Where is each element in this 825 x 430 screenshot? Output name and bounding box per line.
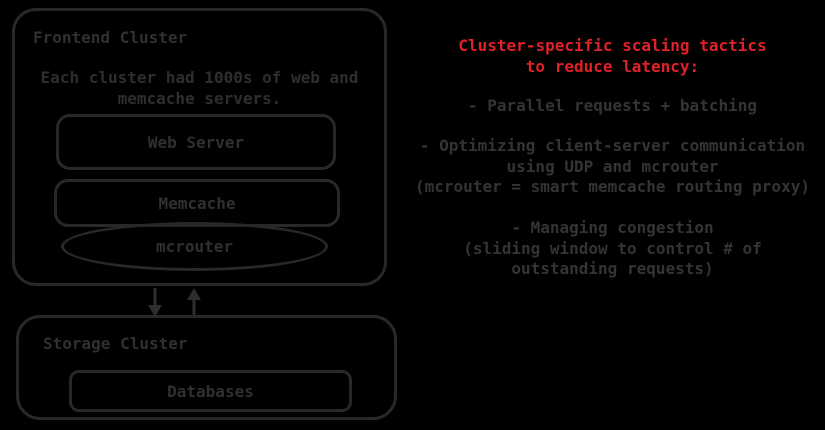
note-udp-mcrouter: - Optimizing client-server communication… [415,136,810,196]
up-arrow-icon [187,288,201,318]
scaling-notes-pane: Cluster-specific scaling tactics to redu… [400,0,825,430]
web-server-label: Web Server [147,132,245,152]
notes-heading: Cluster-specific scaling tactics to redu… [458,36,767,76]
mcrouter-node: mcrouter [61,222,328,271]
storage-cluster-title: Storage Cluster [43,334,188,353]
memcache-node: Memcache [54,179,340,227]
memcache-label: Memcache [158,193,236,213]
frontend-cluster-box: Frontend Cluster Each cluster had 1000s … [12,8,387,286]
mcrouter-label: mcrouter [155,237,234,256]
databases-node: Databases [69,370,352,412]
storage-cluster-box: Storage Cluster Databases [16,315,397,420]
frontend-cluster-description: Each cluster had 1000s of web and memcac… [40,68,359,108]
note-congestion: - Managing congestion (sliding window to… [463,218,762,278]
down-arrow-icon [148,288,162,317]
frontend-cluster-title: Frontend Cluster [33,28,188,47]
web-server-node: Web Server [56,114,336,170]
note-parallel-requests: - Parallel requests + batching [468,96,757,115]
databases-label: Databases [167,381,254,401]
